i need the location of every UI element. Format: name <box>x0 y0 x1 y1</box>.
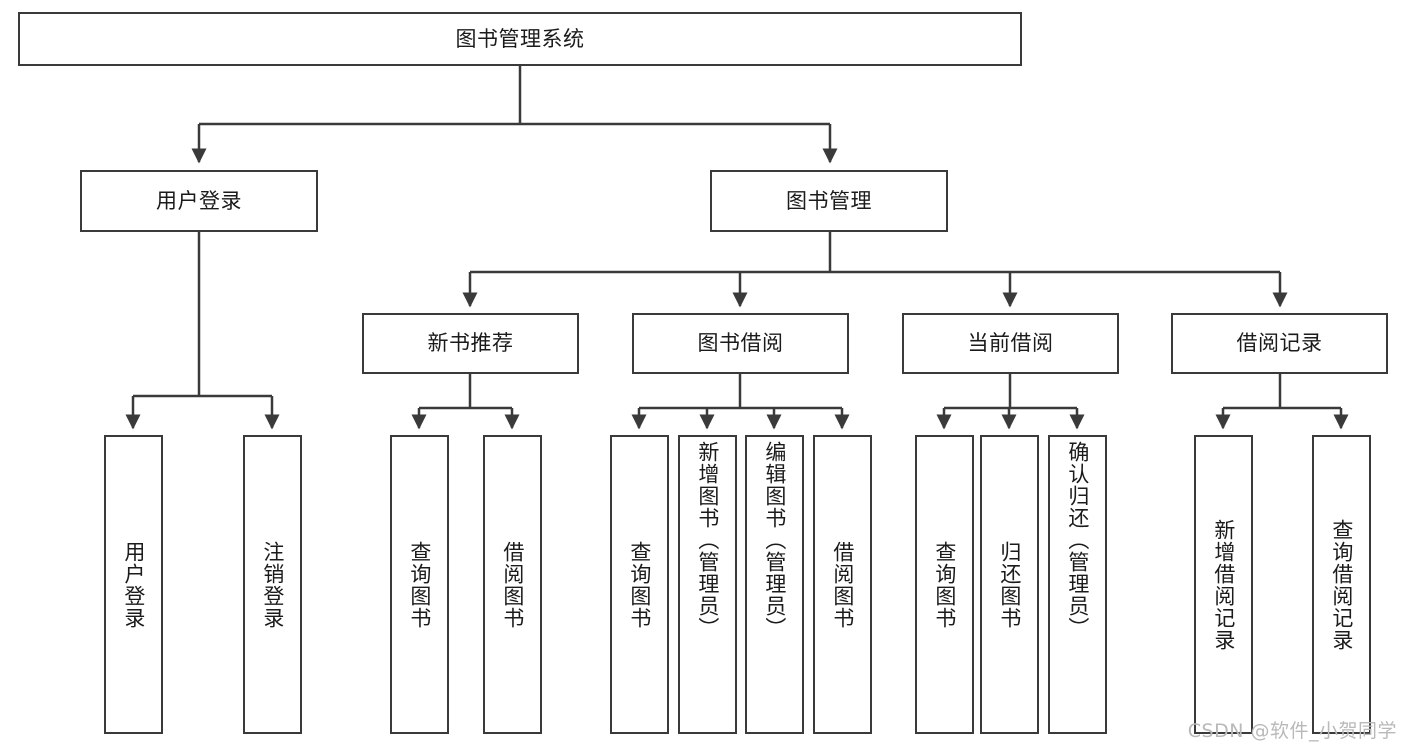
node-label: 借阅图书 <box>500 540 525 629</box>
node-label: 新书推荐 <box>427 331 514 356</box>
node-label: 确认归还（管理员） <box>1065 441 1090 639</box>
node-leaf[interactable]: 确认归还（管理员） <box>1048 435 1107 734</box>
node-label: 新增借阅记录 <box>1211 518 1236 651</box>
node-current-borrow[interactable]: 当前借阅 <box>902 313 1119 374</box>
node-leaf[interactable]: 用户登录 <box>104 435 163 734</box>
node-leaf[interactable]: 查询借阅记录 <box>1312 435 1371 734</box>
node-label: 注销登录 <box>260 540 285 629</box>
node-leaf[interactable]: 借阅图书 <box>483 435 542 734</box>
node-book-management[interactable]: 图书管理 <box>710 170 948 232</box>
node-book-borrow[interactable]: 图书借阅 <box>632 313 849 374</box>
node-leaf[interactable]: 查询图书 <box>390 435 449 734</box>
node-leaf[interactable]: 借阅图书 <box>813 435 872 734</box>
node-label: 编辑图书（管理员） <box>762 441 787 639</box>
node-leaf[interactable]: 编辑图书（管理员） <box>745 435 804 734</box>
node-label: 查询借阅记录 <box>1329 518 1354 651</box>
node-label: 查询图书 <box>627 540 652 629</box>
node-user-login[interactable]: 用户登录 <box>80 170 318 232</box>
node-leaf[interactable]: 查询图书 <box>610 435 669 734</box>
node-label: 借阅图书 <box>830 540 855 629</box>
node-label: 借阅记录 <box>1236 331 1323 356</box>
watermark-text: CSDN @软件_小贺同学 <box>1187 720 1397 742</box>
node-leaf[interactable]: 查询图书 <box>915 435 974 734</box>
node-label: 查询图书 <box>932 540 957 629</box>
node-label: 图书管理系统 <box>455 26 585 51</box>
node-label: 用户登录 <box>156 188 242 213</box>
node-label: 新增图书（管理员） <box>695 441 720 639</box>
node-label: 归还图书 <box>997 540 1022 629</box>
node-label: 图书管理 <box>786 188 872 213</box>
node-label: 用户登录 <box>121 540 146 629</box>
node-label: 图书借阅 <box>697 331 784 356</box>
node-leaf[interactable]: 新增图书（管理员） <box>678 435 737 734</box>
node-label: 当前借阅 <box>967 331 1054 356</box>
node-borrow-record[interactable]: 借阅记录 <box>1171 313 1388 374</box>
node-leaf[interactable]: 注销登录 <box>243 435 302 734</box>
node-leaf[interactable]: 归还图书 <box>980 435 1039 734</box>
node-leaf[interactable]: 新增借阅记录 <box>1194 435 1253 734</box>
node-root-system[interactable]: 图书管理系统 <box>18 12 1022 66</box>
node-new-book-recommend[interactable]: 新书推荐 <box>362 313 579 374</box>
node-label: 查询图书 <box>407 540 432 629</box>
